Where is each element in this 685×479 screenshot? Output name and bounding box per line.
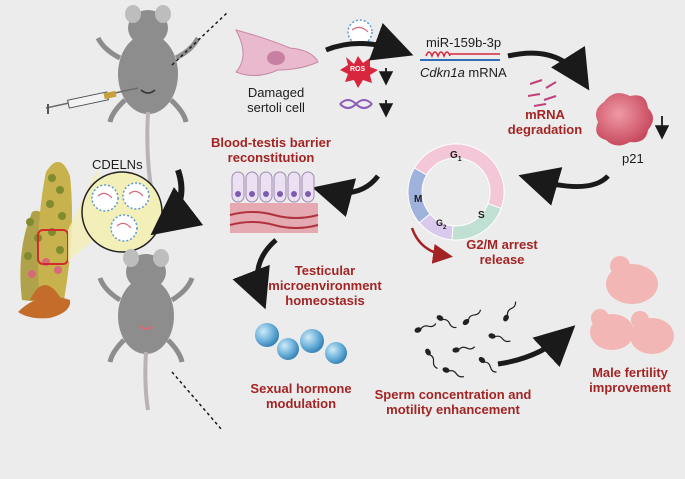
dna-damage-icon [339,99,373,109]
label-mrna-line2: degradation [507,121,583,137]
label-sexual-hormone: Sexual hormone modulation [240,381,362,412]
label-hormone-line1: Sexual hormone [250,381,352,396]
sperm-cell [503,301,517,322]
label-damaged-line2: sertoli cell [247,99,305,115]
arrow-cell-to-mirna [325,22,414,61]
phase-m-segment [407,167,431,224]
label-btb-line2: reconstitution [227,149,315,165]
sperm-cell [442,367,465,378]
phase-s-segment [451,202,502,241]
label-fertility-line2: improvement [589,379,671,395]
nanoparticle-small-icon [347,19,373,45]
arrow-to-degradation [507,45,590,91]
cdelns-nanoparticle-icon [91,182,150,242]
label-microenv-line1: Testicular [294,263,356,278]
label-sperm-line1: Sperm concentration and [374,387,532,402]
phase-g1-label: G1 [450,150,462,163]
label-mrna-line1: mRNA [525,107,565,122]
sperm-cell [488,333,511,343]
arrow-cellcycle-to-btb [312,174,380,217]
label-cdkn1a-suffix: mRNA [464,65,507,80]
mouse-bottom-illustration [97,249,195,411]
label-microenv-line2: microenvironment [268,277,382,293]
divider-bottom-dashed [171,371,223,431]
label-ros: ROS [350,66,366,73]
sperm-cell [452,346,476,353]
sperm-cells-icon [414,301,517,378]
label-microenvironment: Testicular microenvironment homeostasis [260,263,390,309]
arrow-p21-to-cellcycle [518,167,610,206]
phase-s-label: S [478,210,485,221]
phase-g2-label: G2 [436,218,447,231]
label-g2m-arrest: G2/M arrest release [456,237,548,268]
label-g2m-line1: G2/M arrest [466,237,538,252]
cell-cycle-release-arrow [410,227,453,264]
sperm-cell [425,348,438,370]
label-cdelns: CDELNs [92,157,143,172]
arrow-sperm-to-fertility [497,325,576,368]
arrow-plant-to-mouse [150,169,204,236]
label-btb-line1: Blood-testis barrier [211,135,331,150]
cistanche-plant-illustration [18,161,72,319]
label-male-fertility: Male fertility improvement [580,365,680,396]
cell-cycle-ring [407,143,505,241]
label-sperm-line2: motility enhancement [386,401,520,417]
label-damaged-line1: Damaged [247,85,305,100]
ros-icon [340,56,378,88]
label-microenv-line3: homeostasis [285,292,365,308]
label-fertility-line1: Male fertility [592,365,668,380]
sperm-cell [462,309,482,326]
mouse-top-illustration [95,5,201,223]
label-mirna: miR-159b-3p [426,35,502,50]
phase-m-label: M [414,194,423,205]
sperm-cell [436,315,457,329]
sperm-cell [478,356,497,373]
label-g2m-line2: release [479,251,525,267]
sexual-hormone-spheres [255,323,347,364]
label-cdkn1a-gene: Cdkn1a [420,65,465,80]
mouse-pups-illustration [590,256,674,354]
arrow-btb-to-microenv [232,238,278,310]
sperm-cell [414,323,437,333]
label-sperm-enhancement: Sperm concentration and motility enhance… [360,387,546,418]
blood-testis-barrier-tissue [229,171,319,233]
label-p21: p21 [622,151,644,166]
mrna-fragments-icon [527,79,557,107]
divider-top-dashed [171,11,229,66]
mirna-mrna-binding-icon [420,51,500,61]
label-damaged-sertoli-cell: Damaged sertoli cell [226,85,326,116]
label-mrna-degradation: mRNA degradation [502,107,588,138]
label-btb: Blood-testis barrier reconstitution [196,135,346,166]
syringe-illustration [45,87,139,114]
p21-protein-icon [596,93,653,146]
label-cdkn1a-mrna: Cdkn1a mRNA [420,65,507,81]
label-hormone-line2: modulation [265,395,337,411]
